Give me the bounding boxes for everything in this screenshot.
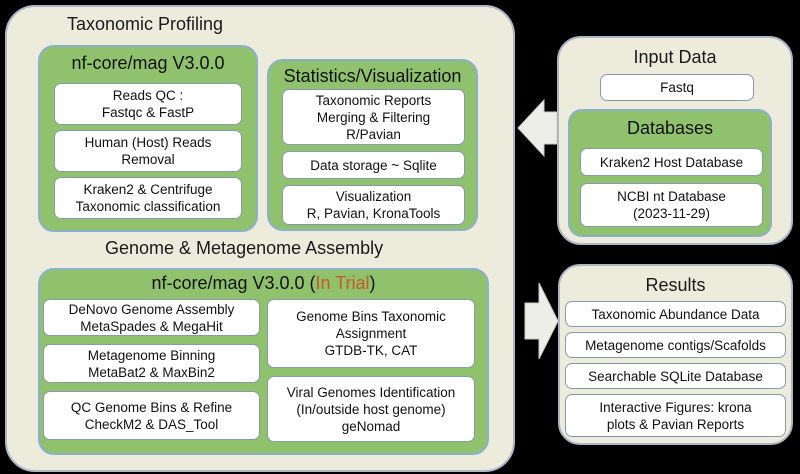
card-text: Human (Host) Reads: [84, 135, 212, 150]
card-text: Assignment: [335, 326, 407, 341]
card-text: (2023-11-29): [632, 206, 711, 221]
card-qc-genome-bins: QC Genome Bins & Refine CheckM2 & DAS_To…: [43, 391, 260, 440]
card-text: Fastq: [660, 80, 694, 95]
card-text: Kraken2 & Centrifuge: [83, 182, 213, 197]
card-text: R/Pavian: [346, 126, 401, 142]
trial-label: In Trial: [315, 273, 370, 293]
input-data-panel: Input Data Fastq Databases Kraken2 Host …: [557, 36, 793, 245]
card-text: DeNovo Genome Assembly: [68, 301, 235, 317]
card-text: NCBI nt Database: [617, 189, 726, 204]
card-taxonomic-abundance: Taxonomic Abundance Data: [565, 301, 786, 327]
results-title: Results: [645, 275, 706, 295]
card-denovo-assembly: DeNovo Genome Assembly MetaSpades & Mega…: [43, 299, 260, 336]
card-text: Metagenome contigs/Scafolds: [585, 337, 766, 353]
assembly-title-main: nf-core/mag V3.0.0 (: [151, 273, 316, 293]
card-host-removal: Human (Host) Reads Removal: [54, 130, 242, 172]
card-text: GTDB-TK, CAT: [324, 343, 418, 358]
card-text: Taxonomic classification: [75, 199, 221, 214]
assembly-section-title: Genome & Metagenome Assembly: [105, 238, 384, 258]
card-text: Interactive Figures: krona: [599, 399, 752, 415]
stats-group: Statistics/Visualization Taxonomic Repor…: [267, 59, 478, 231]
card-text: Searchable SQLite Database: [588, 368, 763, 384]
input-data-title: Input Data: [633, 47, 717, 67]
card-text: CheckM2 & DAS_Tool: [84, 416, 219, 432]
profiling-group-title: nf-core/mag V3.0.0: [71, 53, 225, 73]
card-taxonomic-reports: Taxonomic Reports Merging & Filtering R/…: [282, 89, 465, 145]
card-text: MetaBat2 & MaxBin2: [88, 364, 215, 380]
card-text: Data storage ~ Sqlite: [310, 157, 437, 173]
card-reads-qc: Reads QC : Fastqc & FastP: [54, 83, 242, 125]
card-text: Reads QC :: [112, 88, 184, 103]
assembly-title-end: ): [369, 273, 376, 293]
card-metagenome-contigs: Metagenome contigs/Scafolds: [565, 332, 786, 358]
assembly-group-title: nf-core/mag V3.0.0 (In Trial): [40, 273, 487, 294]
card-text: (In/outside host genome): [296, 401, 446, 417]
card-fastq: Fastq: [600, 74, 754, 101]
assembly-group: nf-core/mag V3.0.0 (In Trial) DeNovo Gen…: [38, 268, 489, 455]
card-text: QC Genome Bins & Refine: [70, 399, 233, 415]
card-text: Visualization: [335, 189, 412, 204]
card-text: Genome Bins Taxonomic: [296, 309, 446, 324]
card-text: Taxonomic Abundance Data: [591, 306, 760, 322]
profiling-group: nf-core/mag V3.0.0 Reads QC : Fastqc & F…: [38, 45, 258, 232]
card-text: plots & Pavian Reports: [606, 416, 745, 432]
card-text: geNomad: [341, 418, 401, 434]
card-visualization: Visualization R, Pavian, KronaTools: [282, 185, 465, 225]
card-text: Taxonomic Reports: [315, 92, 432, 108]
card-ncbi-nt-db: NCBI nt Database (2023-11-29): [580, 183, 763, 227]
databases-group: Databases Kraken2 Host Database NCBI nt …: [568, 109, 772, 237]
arrow-assembly-to-results: [524, 282, 559, 360]
databases-title: Databases: [626, 118, 714, 138]
card-text: Viral Genomes Identification: [286, 384, 456, 400]
card-genome-bins-taxonomic: Genome Bins Taxonomic Assignment GTDB-TK…: [267, 299, 475, 368]
card-viral-genomes: Viral Genomes Identification (In/outside…: [267, 376, 475, 442]
results-panel: Results Taxonomic Abundance Data Metagen…: [558, 264, 793, 445]
card-text: Removal: [121, 152, 175, 167]
card-kraken-centrifuge: Kraken2 & Centrifuge Taxonomic classific…: [54, 177, 242, 219]
card-text: MetaSpades & MegaHit: [80, 318, 223, 334]
card-data-storage: Data storage ~ Sqlite: [282, 151, 465, 179]
stats-group-title: Statistics/Visualization: [283, 66, 462, 86]
card-sqlite-database: Searchable SQLite Database: [565, 363, 786, 389]
card-metagenome-binning: Metagenome Binning MetaBat2 & MaxBin2: [43, 344, 260, 383]
taxonomic-profiling-title: Taxonomic Profiling: [67, 14, 224, 34]
card-text: Kraken2 Host Database: [599, 154, 744, 170]
card-kraken2-host-db: Kraken2 Host Database: [580, 148, 763, 176]
card-text: R, Pavian, KronaTools: [306, 206, 441, 221]
card-interactive-figures: Interactive Figures: krona plots & Pavia…: [565, 394, 786, 437]
card-text: Merging & Filtering: [316, 109, 431, 125]
arrow-input-to-profiling: [517, 98, 558, 158]
card-text: Fastqc & FastP: [101, 105, 195, 120]
left-panel: Taxonomic Profiling Genome & Metagenome …: [5, 5, 515, 472]
card-text: Metagenome Binning: [87, 347, 216, 363]
